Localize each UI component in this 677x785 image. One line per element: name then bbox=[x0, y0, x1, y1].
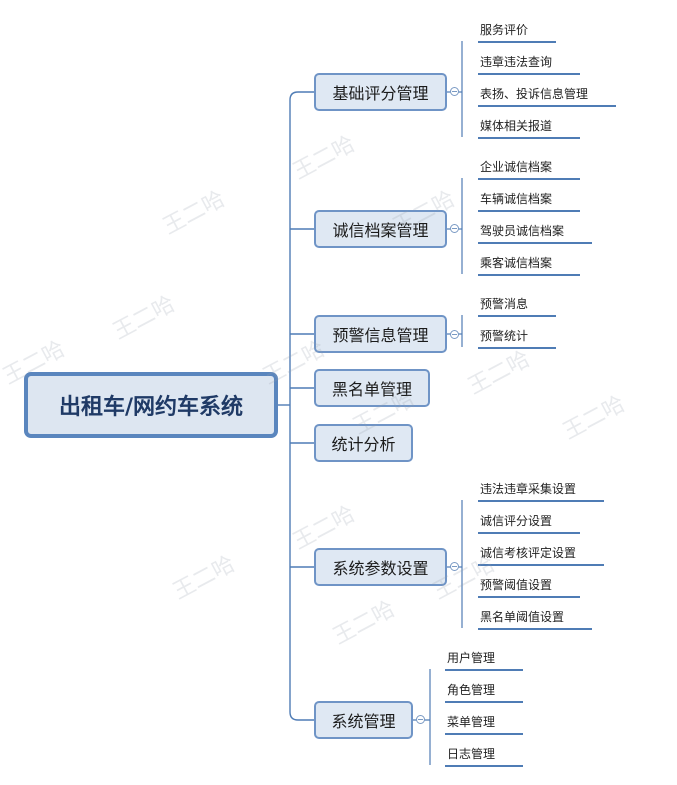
leaf-node[interactable]: 预警消息 bbox=[478, 294, 557, 317]
leaf-node[interactable]: 日志管理 bbox=[445, 744, 524, 767]
collapse-toggle-icon[interactable] bbox=[450, 330, 459, 339]
connector-line bbox=[289, 91, 314, 101]
collapse-toggle-icon[interactable] bbox=[450, 87, 459, 96]
leaf-node[interactable]: 菜单管理 bbox=[445, 712, 524, 735]
leaf-node[interactable]: 表扬、投诉信息管理 bbox=[478, 84, 617, 107]
branch-node-blacklist[interactable]: 黑名单管理 bbox=[314, 369, 430, 407]
branch-node-system-admin[interactable]: 系统管理 bbox=[314, 701, 413, 739]
leaf-node[interactable]: 企业诚信档案 bbox=[478, 157, 581, 180]
leaf-node[interactable]: 乘客诚信档案 bbox=[478, 253, 581, 276]
leaf-node[interactable]: 用户管理 bbox=[445, 648, 524, 671]
leaf-node[interactable]: 违章违法查询 bbox=[478, 52, 581, 75]
leaf-node[interactable]: 驾驶员诚信档案 bbox=[478, 221, 593, 244]
leaf-node[interactable]: 预警统计 bbox=[478, 326, 557, 349]
root-node[interactable]: 出租车/网约车系统 bbox=[24, 372, 278, 438]
collapse-toggle-icon[interactable] bbox=[450, 562, 459, 571]
branch-node-warning-info[interactable]: 预警信息管理 bbox=[314, 315, 447, 353]
leaf-node[interactable]: 违法违章采集设置 bbox=[478, 479, 605, 502]
collapse-toggle-icon[interactable] bbox=[416, 715, 425, 724]
branch-node-basic-scoring[interactable]: 基础评分管理 bbox=[314, 73, 447, 111]
branch-node-credit-archive[interactable]: 诚信档案管理 bbox=[314, 210, 447, 248]
leaf-node[interactable]: 媒体相关报道 bbox=[478, 116, 581, 139]
leaf-node[interactable]: 车辆诚信档案 bbox=[478, 189, 581, 212]
leaf-node[interactable]: 黑名单阈值设置 bbox=[478, 607, 593, 630]
leaf-node[interactable]: 预警阈值设置 bbox=[478, 575, 581, 598]
branch-node-statistics[interactable]: 统计分析 bbox=[314, 424, 413, 462]
collapse-toggle-icon[interactable] bbox=[450, 224, 459, 233]
branch-node-system-params[interactable]: 系统参数设置 bbox=[314, 548, 447, 586]
leaf-node[interactable]: 诚信考核评定设置 bbox=[478, 543, 605, 566]
connector-line bbox=[289, 711, 314, 721]
leaf-node[interactable]: 服务评价 bbox=[478, 20, 557, 43]
leaf-node[interactable]: 诚信评分设置 bbox=[478, 511, 581, 534]
leaf-node[interactable]: 角色管理 bbox=[445, 680, 524, 703]
